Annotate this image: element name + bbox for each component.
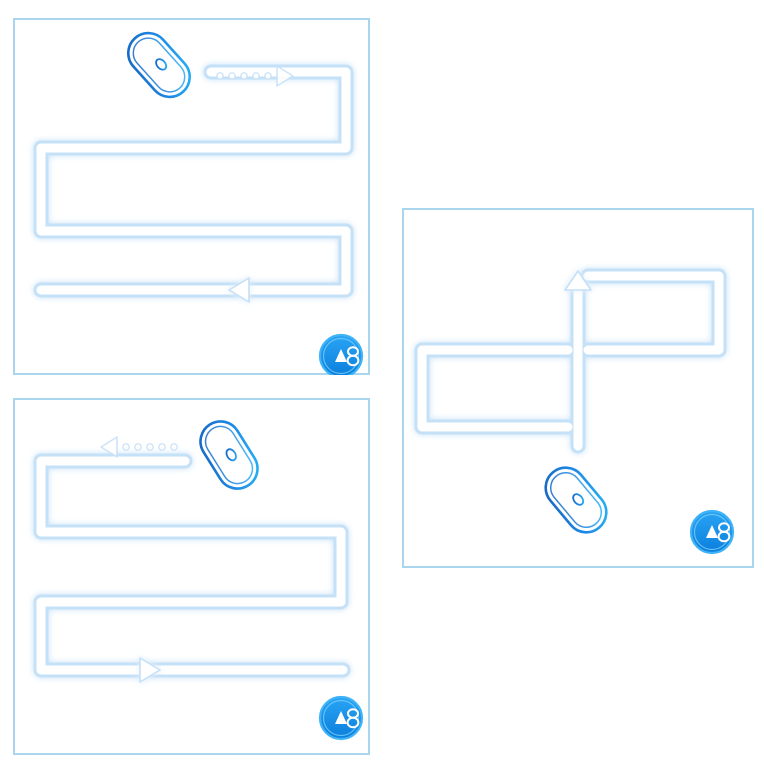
indicator-dot [170,443,178,451]
serpentine-track [36,456,348,675]
indicator-arrow-right [276,65,294,87]
capsule-token[interactable] [120,25,198,105]
indicator-dot [240,72,248,80]
indicator-dot [158,443,166,451]
indicator-dot [146,443,154,451]
badge-triangle-icon [335,349,347,362]
level-badge[interactable] [318,333,364,375]
indicator-arrow-left [100,436,118,458]
indicator-dot [252,72,260,80]
panel-2-graphics [13,398,370,755]
upper-right-u-track [583,271,724,355]
indicator-dot [216,72,224,80]
left-u-track [417,345,573,432]
badge-triangle-icon [335,711,347,724]
level-badge[interactable] [318,695,364,741]
direction-indicator-right [216,65,294,87]
crossing-path-panel-right[interactable] [402,208,754,568]
capsule-token[interactable] [538,460,615,541]
panel-1-graphics [13,18,370,375]
arrow-marker-up [564,270,592,291]
capsule-eyelet [572,493,585,506]
arrow-marker-right [139,657,161,683]
panel-border [13,398,370,755]
badge-triangle-icon [706,525,718,538]
direction-indicator-left [100,436,178,458]
level-badge[interactable] [689,509,735,555]
serpentine-path-panel-bottom-left[interactable] [13,398,370,755]
serpentine-path-panel-top-left[interactable] [13,18,370,375]
arrow-marker-left [228,277,250,303]
panel-3-graphics [402,208,754,568]
indicator-dot [228,72,236,80]
capsule-token[interactable] [193,414,265,496]
capsule-eyelet [225,448,237,462]
indicator-dot [264,72,272,80]
indicator-dot [122,443,130,451]
serpentine-track [36,67,351,295]
indicator-dot [134,443,142,451]
capsule-eyelet [155,58,168,71]
